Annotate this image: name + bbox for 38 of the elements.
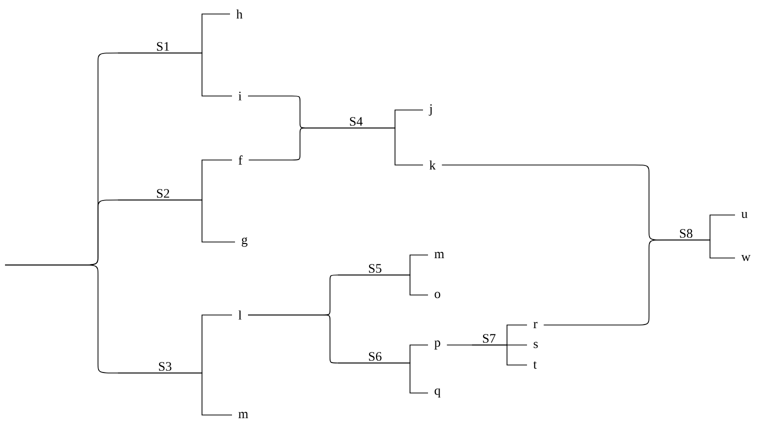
leaf-label: f xyxy=(238,155,243,165)
leaf-label: r xyxy=(533,322,538,328)
leaf-label: s xyxy=(534,342,538,348)
connector-line xyxy=(543,240,666,326)
leaf-label: o xyxy=(434,292,440,298)
step-label: S5 xyxy=(369,264,382,273)
connector-line xyxy=(664,240,736,258)
leaf-label: j xyxy=(428,104,432,116)
connector-line xyxy=(4,264,118,374)
leaf-label: m xyxy=(238,412,248,418)
leaf-label: k xyxy=(429,160,436,170)
leaf-label: m xyxy=(434,252,444,258)
connector-line xyxy=(248,314,338,364)
connector-line xyxy=(118,372,232,416)
connector-line xyxy=(118,200,236,242)
step-label: S7 xyxy=(483,334,496,343)
connector-line xyxy=(446,344,472,346)
step-label: S3 xyxy=(159,362,172,371)
leaf-label: i xyxy=(238,92,242,100)
leaf-label: p xyxy=(434,340,440,350)
step-label: S2 xyxy=(157,189,170,198)
leaf-label: t xyxy=(533,361,537,369)
step-label: S6 xyxy=(369,352,382,361)
leaf-label: q xyxy=(434,388,440,398)
leaf-label: u xyxy=(741,212,748,218)
connector-line xyxy=(338,274,428,296)
connector-line xyxy=(472,344,528,366)
leaf-label: l xyxy=(238,310,242,320)
step-label: S4 xyxy=(350,117,363,126)
leaf-label: w xyxy=(741,254,751,262)
connector-line xyxy=(248,128,308,160)
step-label: S8 xyxy=(680,229,692,238)
leaf-label: g xyxy=(242,237,248,247)
leaf-label: h xyxy=(236,10,243,18)
connector-line xyxy=(308,128,424,166)
connector-line xyxy=(338,362,428,394)
step-label: S1 xyxy=(157,42,170,51)
connector-line xyxy=(118,52,232,96)
